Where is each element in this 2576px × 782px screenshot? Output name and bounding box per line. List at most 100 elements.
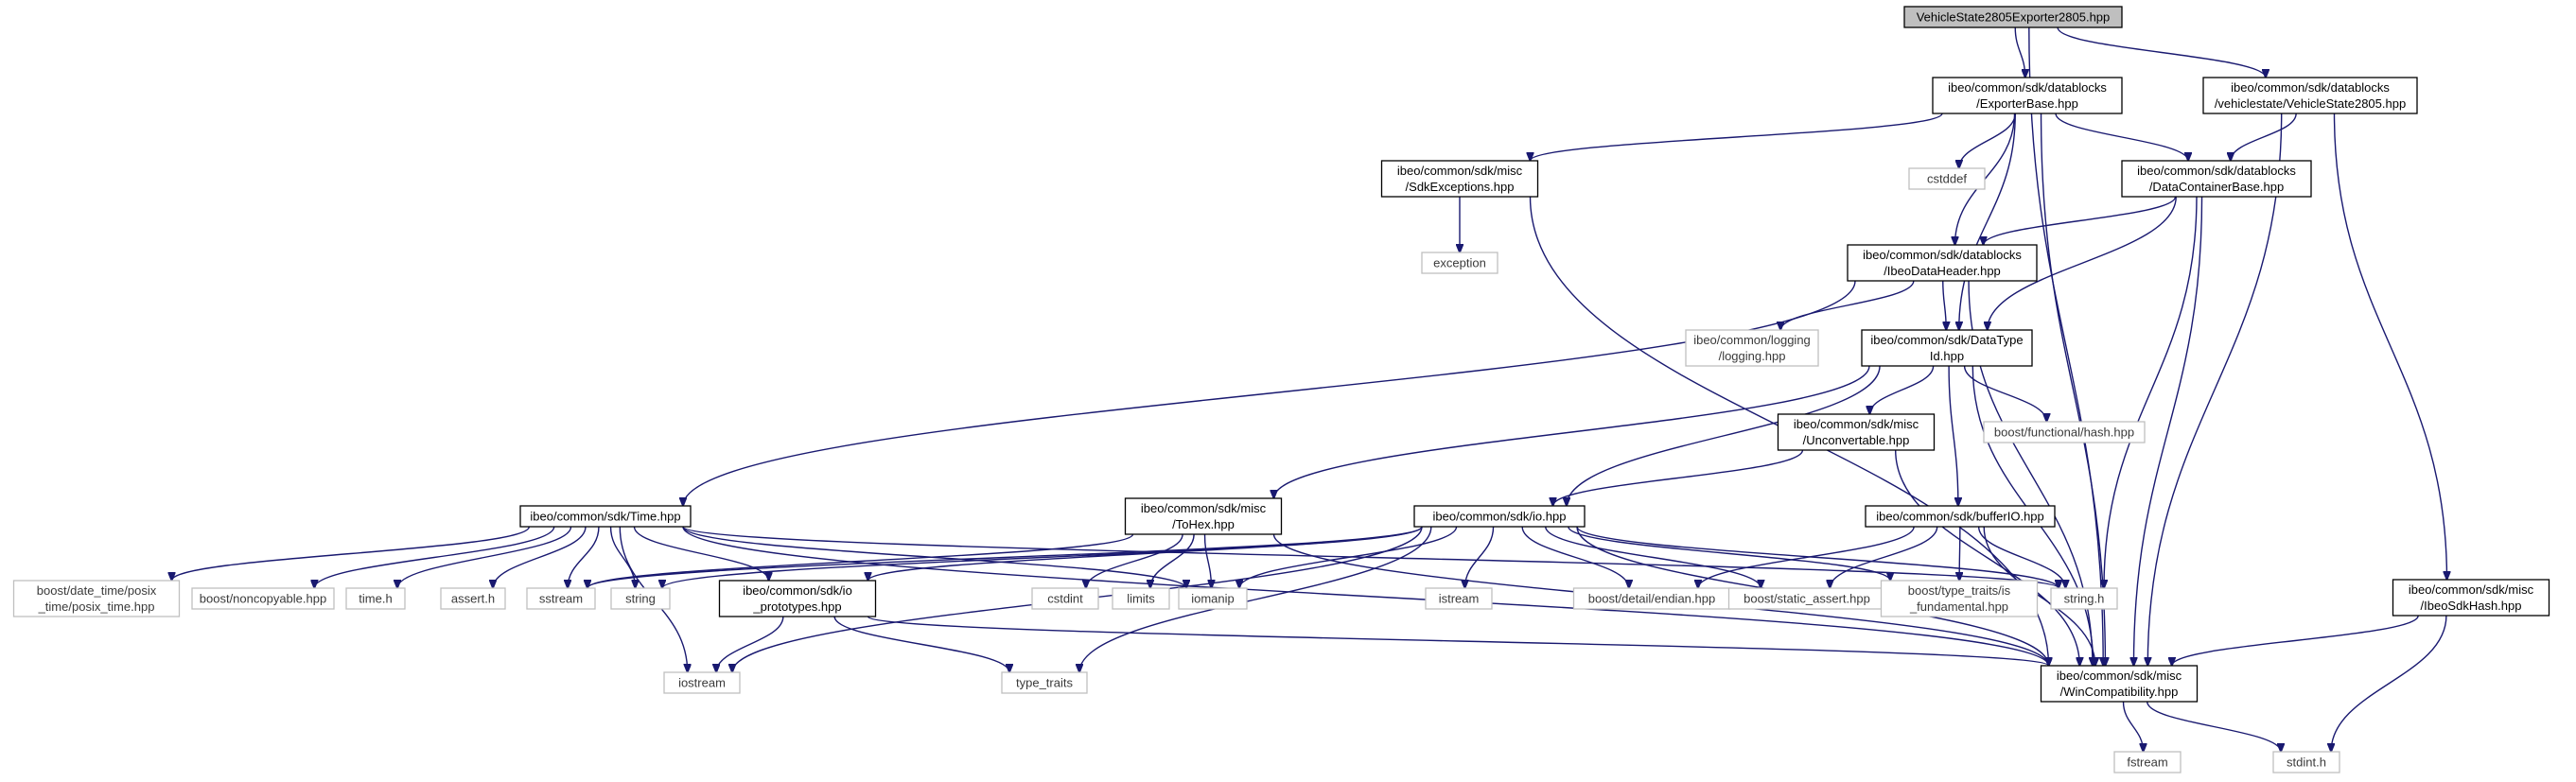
node-label: limits <box>1127 592 1155 606</box>
node-exporterbase[interactable]: ibeo/common/sdk/datablocks/ExporterBase.… <box>1932 77 2123 114</box>
node-box <box>1031 587 1099 610</box>
edge-exporterbase-to-datatypeid <box>1959 113 2016 330</box>
node-label: ibeo/common/sdk/io <box>743 583 852 598</box>
node-label: ibeo/common/sdk/datablocks <box>2137 164 2296 178</box>
edge-unconvertable-to-wincompat <box>1895 449 2080 666</box>
node-tohex[interactable]: ibeo/common/sdk/misc/ToHex.hpp <box>1124 497 1283 535</box>
node-label: _prototypes.hpp <box>752 600 841 614</box>
node-string-h: string.h <box>2050 587 2118 610</box>
node-label: /DataContainerBase.hpp <box>2149 180 2284 194</box>
node-label: ibeo/common/sdk/datablocks <box>1948 80 2107 95</box>
node-label: /vehiclestate/VehicleState2805.hpp <box>2215 96 2406 111</box>
node-label: ibeo/common/logging <box>1693 333 1811 347</box>
node-label: /Unconvertable.hpp <box>1803 433 1910 447</box>
edge-ibeodataheader-to-time <box>683 280 1856 506</box>
edge-io-prototypes-to-iostream <box>716 616 784 672</box>
node-label: ibeo/common/sdk/misc <box>2409 582 2534 597</box>
edge-bufferio-to-static-assert <box>1830 526 1938 588</box>
edge-time-to-time-h <box>397 526 572 588</box>
node-label: ibeo/common/sdk/datablocks <box>1863 248 2022 262</box>
node-label: time.h <box>359 592 392 606</box>
edge-wincompat-to-fstream <box>2122 701 2144 752</box>
node-label: boost/noncopyable.hpp <box>200 592 326 606</box>
edge-unconvertable-to-io <box>1553 449 1804 506</box>
node-label: _fundamental.hpp <box>1909 600 2008 614</box>
edge-time-to-string-h <box>682 526 2059 588</box>
node-label: ibeo/common/sdk/DataType <box>1870 333 2023 347</box>
edge-io-to-string <box>662 526 1423 588</box>
node-datacontainerbase[interactable]: ibeo/common/sdk/datablocks/DataContainer… <box>2121 160 2312 198</box>
node-root[interactable]: VehicleState2805Exporter2805.hpp <box>1903 6 2123 28</box>
node-type-traits: type_traits <box>1001 671 1088 694</box>
node-label: stdint.h <box>2287 756 2326 770</box>
node-box <box>718 580 877 617</box>
node-label: ibeo/common/sdk/misc <box>2057 669 2182 683</box>
node-limits: limits <box>1112 587 1170 610</box>
edge-datacontainerbase-to-string-h <box>2104 196 2198 588</box>
node-box <box>519 505 692 528</box>
node-box <box>2392 579 2550 617</box>
node-label: ibeo/common/sdk/misc <box>1794 417 1919 431</box>
node-cstdint: cstdint <box>1031 587 1099 610</box>
node-time[interactable]: ibeo/common/sdk/Time.hpp <box>519 505 692 528</box>
node-label: assert.h <box>451 592 495 606</box>
node-iostream: iostream <box>663 671 741 694</box>
node-label: boost/date_time/posix <box>37 583 157 598</box>
edge-bufferio-to-is-fundamental <box>1959 526 1960 581</box>
node-label: /logging.hpp <box>1719 349 1786 363</box>
edge-time-to-sstream <box>568 526 600 588</box>
node-exception: exception <box>1421 252 1498 274</box>
node-label: string <box>625 592 656 606</box>
node-box <box>663 671 741 694</box>
node-bufferio[interactable]: ibeo/common/sdk/bufferIO.hpp <box>1865 505 2056 528</box>
node-label: ibeo/common/sdk/Time.hpp <box>530 510 680 524</box>
edge-datatypeid-to-functionalhash <box>1963 365 2047 422</box>
node-sdkexceptions[interactable]: ibeo/common/sdk/misc/SdkExceptions.hpp <box>1380 160 1539 198</box>
node-ibeosdkhash[interactable]: ibeo/common/sdk/misc/IbeoSdkHash.hpp <box>2392 579 2550 617</box>
node-ibeodataheader[interactable]: ibeo/common/sdk/datablocks/IbeoDataHeade… <box>1847 244 2038 282</box>
edge-exporterbase-to-datacontainerbase <box>2055 113 2188 161</box>
node-iomanip: iomanip <box>1178 587 1248 610</box>
node-cstddef: cstddef <box>1908 167 1986 190</box>
edge-tohex-to-sstream <box>587 533 1134 588</box>
node-vehiclestate2805[interactable]: ibeo/common/sdk/datablocks/vehiclestate/… <box>2202 77 2418 114</box>
node-sstream: sstream <box>526 587 596 610</box>
edge-datatypeid-to-unconvertable <box>1869 365 1935 414</box>
node-io-prototypes[interactable]: ibeo/common/sdk/io _prototypes.hpp <box>718 580 877 617</box>
edge-exporterbase-to-cstddef <box>1959 113 2016 168</box>
node-label: Id.hpp <box>1930 349 1964 363</box>
edge-layer <box>172 26 2447 752</box>
edge-vehiclestate2805-to-ibeosdkhash <box>2333 113 2447 580</box>
node-box <box>1685 329 1819 367</box>
node-box <box>12 580 181 617</box>
node-label: fstream <box>2127 756 2167 770</box>
node-box <box>1425 587 1493 610</box>
edge-ibeosdkhash-to-wincompat <box>2172 615 2419 666</box>
edge-time-to-assert-h <box>493 526 587 588</box>
node-label: boost/type_traits/is <box>1908 583 2011 598</box>
node-box <box>1178 587 1248 610</box>
node-box <box>191 587 335 610</box>
edge-root-to-wincompat <box>2028 26 2103 666</box>
node-label: iomanip <box>1191 592 1235 606</box>
node-unconvertable[interactable]: ibeo/common/sdk/misc/Unconvertable.hpp <box>1777 413 1936 451</box>
edge-io-to-endian <box>1521 526 1629 588</box>
node-label: string.h <box>2064 592 2105 606</box>
edge-tohex-to-limits <box>1150 533 1195 588</box>
node-label: ibeo/common/sdk/io.hpp <box>1433 510 1567 524</box>
node-is-fundamental: boost/type_traits/is _fundamental.hpp <box>1880 580 2039 617</box>
node-box <box>2040 665 2199 703</box>
edge-io-to-is-fundamental <box>1568 526 1890 581</box>
edge-ibeodataheader-to-logging <box>1780 280 1915 330</box>
edge-bufferio-to-string-h <box>1977 526 2066 588</box>
node-box <box>1880 580 2039 617</box>
node-io[interactable]: ibeo/common/sdk/io.hpp <box>1413 505 1586 528</box>
edge-time-to-posix-time <box>172 526 530 581</box>
node-istream: istream <box>1425 587 1493 610</box>
node-label: /ToHex.hpp <box>1172 517 1235 531</box>
node-label: type_traits <box>1016 676 1073 690</box>
edge-io-to-io-prototypes <box>868 526 1423 581</box>
node-wincompat[interactable]: ibeo/common/sdk/misc/WinCompatibility.hp… <box>2040 665 2199 703</box>
